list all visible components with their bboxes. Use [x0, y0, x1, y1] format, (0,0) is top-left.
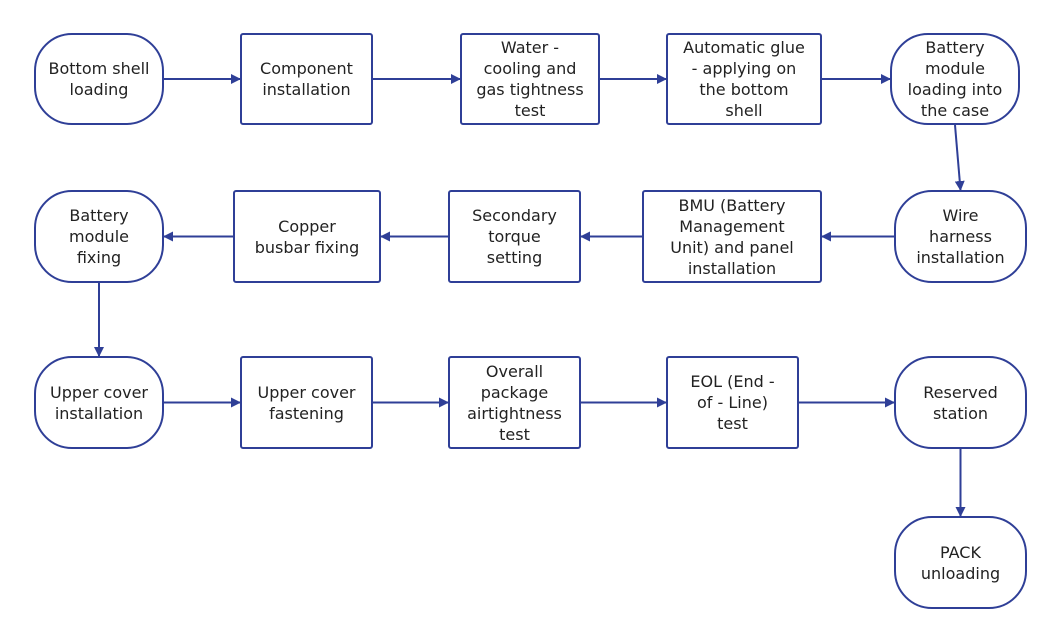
node-label: Overall package airtightness test [467, 361, 562, 444]
node-automatic-glue-applying: Automatic glue - applying on the bottom … [666, 33, 822, 125]
node-wire-harness-installation: Wire harness installation [894, 190, 1027, 283]
node-battery-module-loading: Battery module loading into the case [890, 33, 1020, 125]
node-label: PACK unloading [920, 542, 1001, 583]
node-secondary-torque-setting: Secondary torque setting [448, 190, 581, 283]
node-bmu-panel-installation: BMU (Battery Management Unit) and panel … [642, 190, 822, 283]
node-upper-cover-installation: Upper cover installation [34, 356, 164, 449]
node-label: BMU (Battery Management Unit) and panel … [670, 195, 794, 278]
node-pack-unloading: PACK unloading [894, 516, 1027, 609]
edge-arrow-n5-to-n6 [954, 124, 965, 191]
node-label: Wire harness installation [916, 206, 1005, 267]
node-label: EOL (End - of - Line) test [690, 372, 775, 433]
node-label: Water - cooling and gas tightness test [476, 38, 584, 120]
node-label: Reserved station [923, 382, 998, 423]
node-eol-test: EOL (End - of - Line) test [666, 356, 799, 449]
node-label: Upper cover fastening [257, 382, 356, 423]
node-upper-cover-fastening: Upper cover fastening [240, 356, 373, 449]
node-reserved-station: Reserved station [894, 356, 1027, 449]
node-label: Upper cover installation [49, 382, 148, 423]
node-label: Automatic glue - applying on the bottom … [683, 38, 805, 120]
node-label: Copper busbar fixing [254, 216, 360, 257]
node-label: Battery module loading into the case [907, 38, 1003, 120]
node-water-cooling-gas-tightness-test: Water - cooling and gas tightness test [460, 33, 600, 125]
node-battery-module-fixing: Battery module fixing [34, 190, 164, 283]
node-overall-package-airtightness-test: Overall package airtightness test [448, 356, 581, 449]
node-copper-busbar-fixing: Copper busbar fixing [233, 190, 381, 283]
node-bottom-shell-loading: Bottom shell loading [34, 33, 164, 125]
node-label: Secondary torque setting [472, 206, 557, 267]
node-label: Bottom shell loading [48, 59, 150, 99]
node-label: Component installation [260, 59, 353, 99]
node-label: Battery module fixing [69, 206, 129, 267]
node-component-installation: Component installation [240, 33, 373, 125]
